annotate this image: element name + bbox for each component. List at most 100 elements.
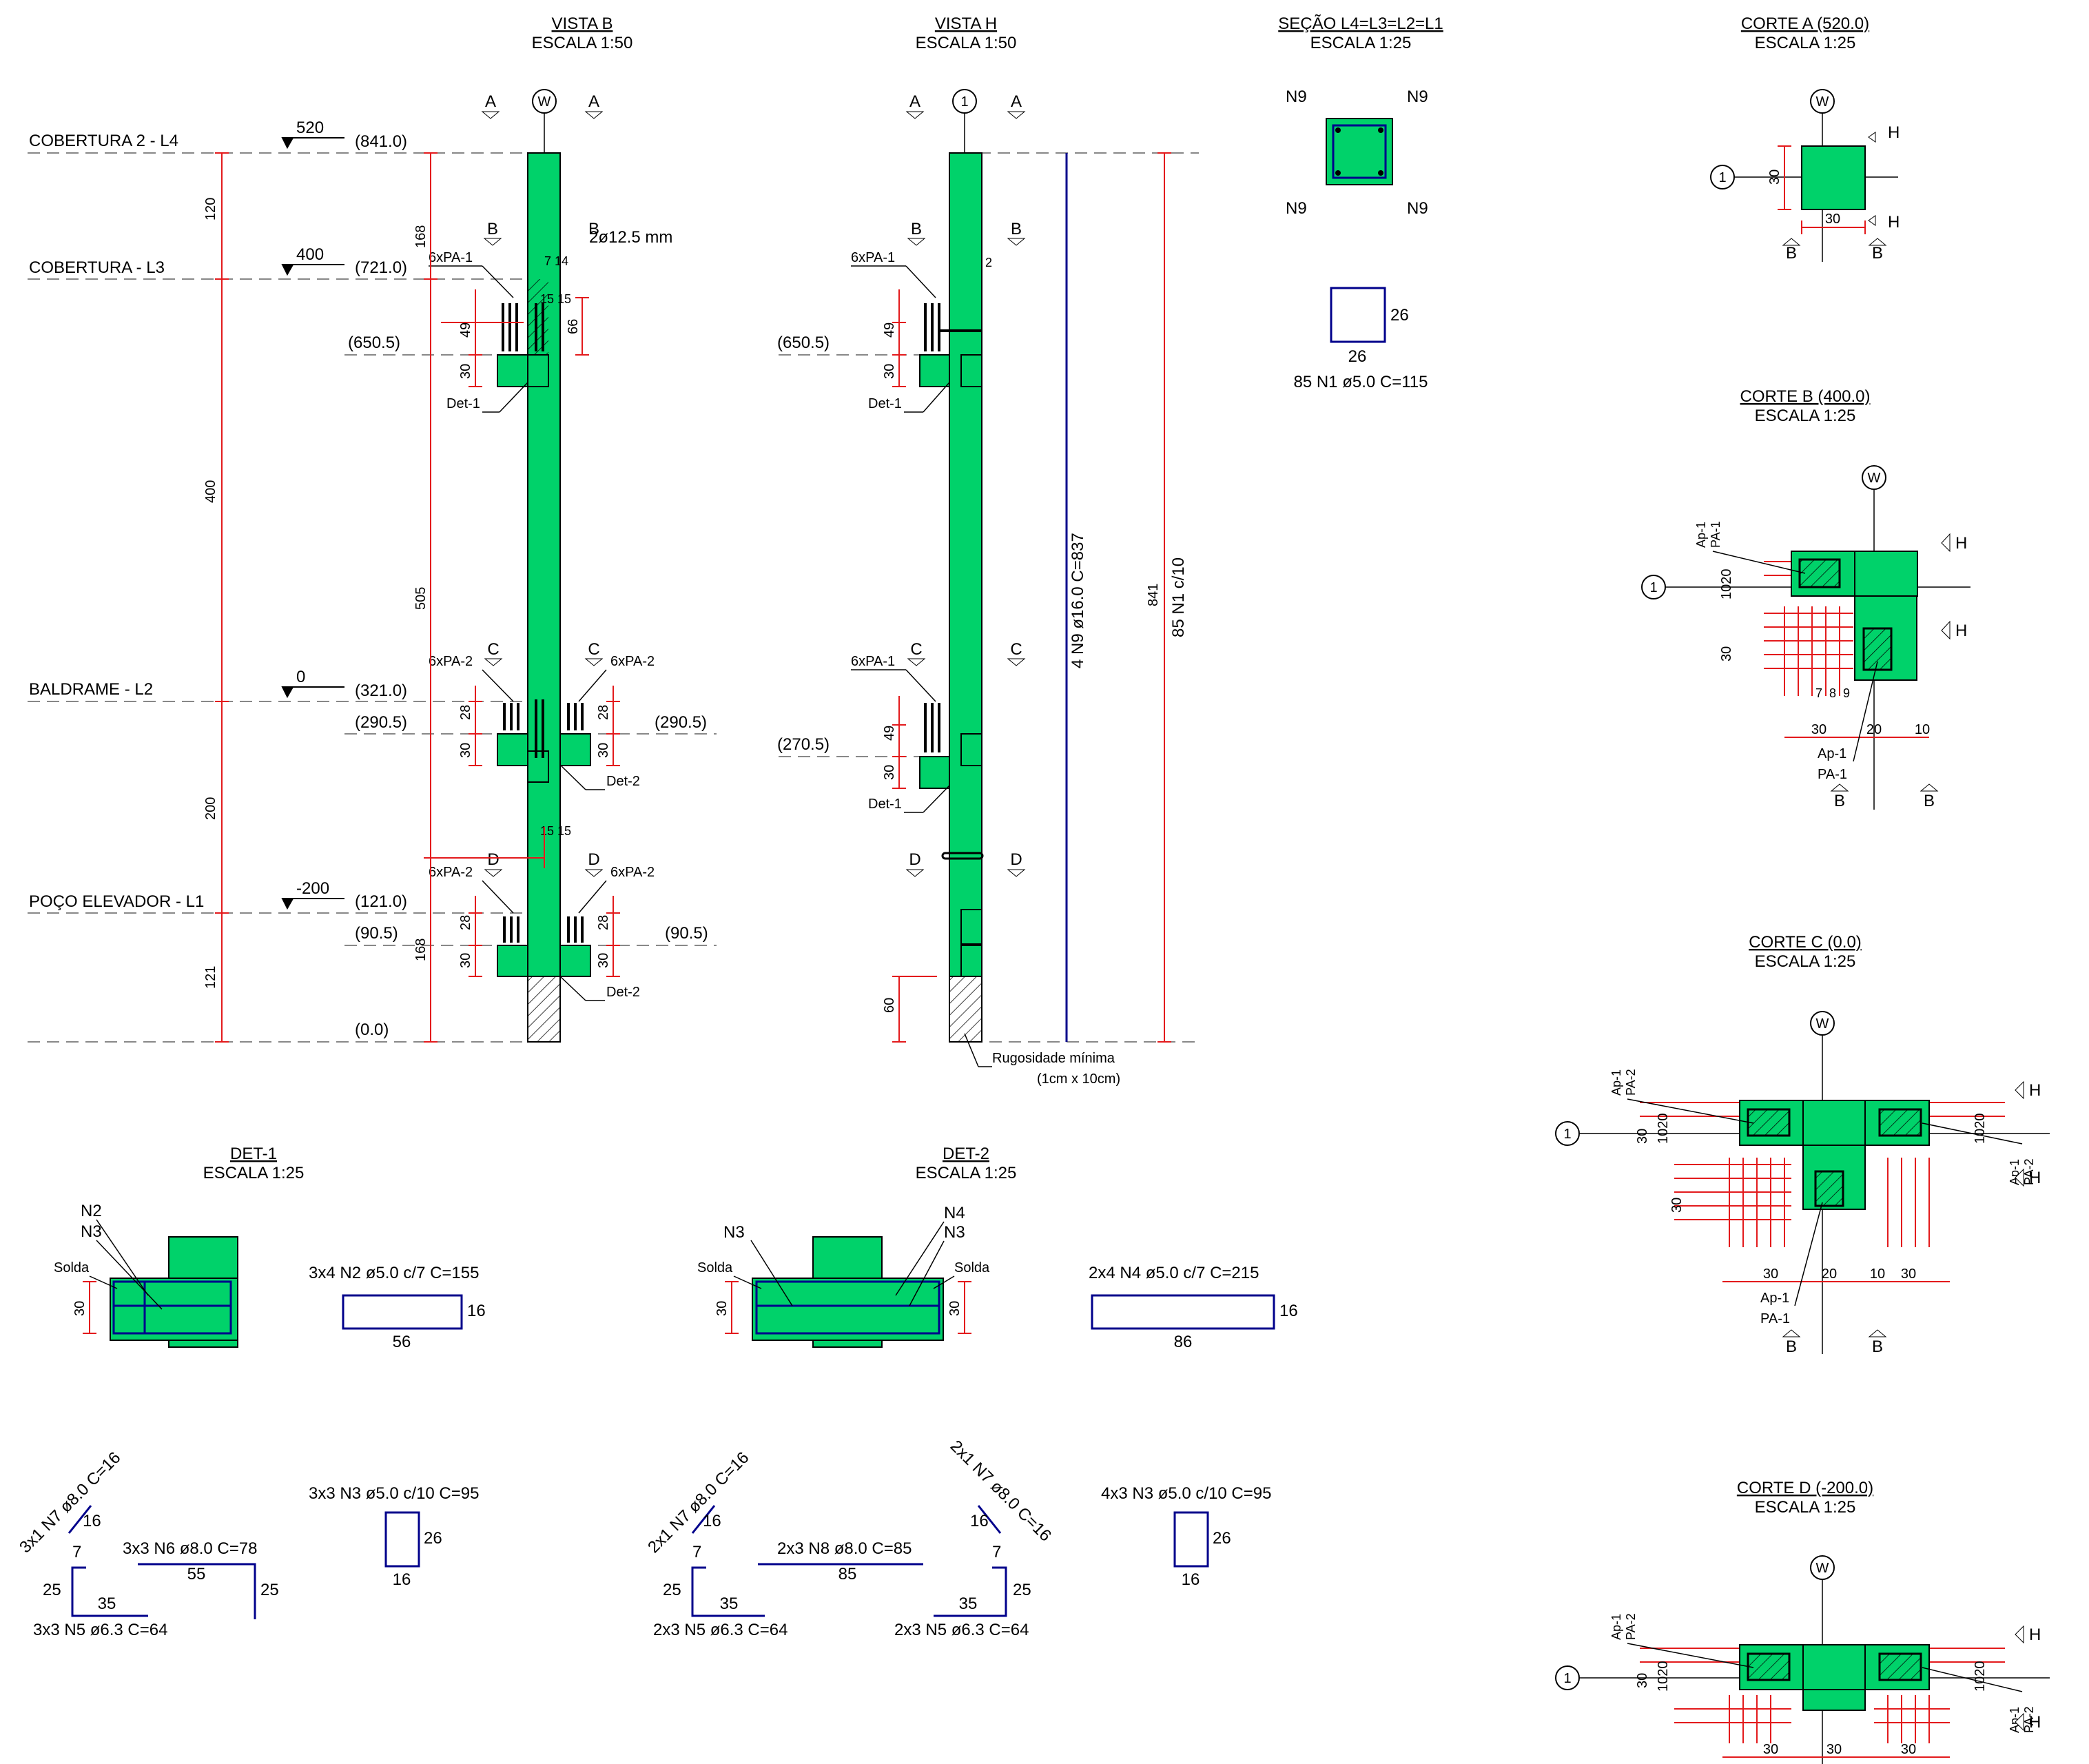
det1-n5-t: 7 — [72, 1543, 81, 1561]
corte-b-axis-1: 1 — [1649, 580, 1657, 595]
vista-b-pa2-left: 6xPA-2 — [429, 654, 473, 669]
vista-b-bar-note: 2ø12.5 mm — [589, 228, 672, 247]
vista-b-dim-30-l1l: 30 — [458, 953, 473, 968]
vista-h-rebar-label: 4 N9 ø16.0 C=837 — [1069, 533, 1087, 668]
vista-b-section-d-right: D — [588, 850, 599, 869]
det1-n6-h: 25 — [260, 1581, 279, 1599]
corte-a-title: CORTE A (520.0) — [1741, 14, 1869, 33]
corte-c-ap1: Ap-1 — [1760, 1291, 1789, 1306]
level-labels: COBERTURA 2 - L4 COBERTURA - L3 BALDRAME… — [29, 119, 407, 1039]
vista-b-elev-650: (650.5) — [348, 334, 400, 352]
det1-title: DET-1 — [230, 1145, 277, 1163]
det2-n5-left-shape — [691, 1566, 765, 1617]
det-1: DET-1 ESCALA 1:25 N2 N3 Solda 30 3x4 N2 … — [16, 1145, 486, 1639]
det2-n3-shape — [1173, 1511, 1209, 1568]
vista-b-corbel-l3 — [497, 354, 528, 387]
corte-d-dim-1020-right: 1020 — [1973, 1661, 1988, 1692]
vista-b-elev-290-left: (290.5) — [355, 713, 407, 732]
det2-n3-left: N3 — [723, 1223, 745, 1242]
corte-b-scale: ESCALA 1:25 — [1755, 407, 1856, 425]
vista-b-section-b-left: B — [487, 220, 498, 238]
corte-d-axis-w: W — [1816, 1561, 1829, 1576]
det1-n3-w: 16 — [393, 1570, 411, 1589]
det1-n5-w: 35 — [98, 1594, 116, 1613]
det2-dim-30-right: 30 — [947, 1301, 963, 1316]
det1-n7-dim: 16 — [83, 1512, 101, 1530]
det2-n7-label-right: 2x1 N7 ø8.0 C=16 — [947, 1437, 1055, 1545]
vista-h-dim-60: 60 — [882, 998, 897, 1013]
dim-400: 400 — [203, 480, 218, 503]
det2-n4-h: 16 — [1279, 1302, 1298, 1320]
vista-b-pa2-right: 6xPA-2 — [610, 654, 655, 669]
det2-n5-t-left: 7 — [692, 1543, 701, 1561]
dim-200: 200 — [203, 797, 218, 820]
left-dimension-chain — [215, 152, 229, 1043]
corte-d: CORTE D (-200.0) ESCALA 1:25 W 1 Ap-1 PA… — [1555, 1479, 2050, 1764]
det2-n5-right-shape — [934, 1566, 1007, 1617]
vista-b-section-c-left: C — [487, 640, 499, 659]
corte-c-axis-w: W — [1816, 1016, 1829, 1032]
vista-b-pa2-l1-left: 6xPA-2 — [429, 865, 473, 880]
vista-h: VISTA H ESCALA 1:50 1 A A B B C C D D — [777, 14, 1199, 1087]
dim-121: 121 — [203, 966, 218, 989]
corte-b-tick-9: 9 — [1843, 686, 1850, 700]
corte-b-ap1: Ap-1 — [1818, 746, 1846, 761]
secao-n9-tr: N9 — [1407, 88, 1428, 106]
elev-121: (121.0) — [355, 892, 407, 911]
vista-b-section-a-right: A — [588, 92, 599, 111]
vista-b-dim-66: 66 — [566, 319, 581, 334]
vista-b-pa1-label: 6xPA-1 — [429, 250, 473, 265]
vista-b-section-b-right: B — [588, 220, 599, 238]
secao-stirrup-shape — [1330, 287, 1386, 343]
corte-c-dim-1020-right: 1020 — [1973, 1114, 1988, 1145]
elev-721: (721.0) — [355, 258, 407, 277]
vista-b-det2-lower: Det-2 — [606, 985, 640, 1000]
vista-h-section-c-right: C — [1010, 640, 1022, 659]
vista-h-axis-1: 1 — [960, 94, 968, 110]
corte-c-corbel-left — [1747, 1108, 1791, 1137]
det2-n5-w-right: 35 — [959, 1594, 978, 1613]
corte-c-title: CORTE C (0.0) — [1749, 933, 1862, 952]
corte-c-corbel-right — [1878, 1108, 1922, 1137]
corte-b-dim-30: 30 — [1811, 722, 1826, 737]
vista-b-dim-28-l2r: 28 — [596, 705, 611, 720]
corte-d-dim-1020-left: 1020 — [1656, 1661, 1671, 1692]
det2-title: DET-2 — [943, 1145, 989, 1163]
vista-b-dim-28-l1r: 28 — [596, 915, 611, 930]
det2-n4-shape — [1091, 1294, 1275, 1330]
corte-c-pa2-top: PA-2 — [1624, 1069, 1638, 1096]
corte-a: CORTE A (520.0) ESCALA 1:25 W 1 30 30 H … — [1710, 14, 1900, 263]
vista-h-dim-841: 841 — [1146, 584, 1161, 606]
secao-n9-bl: N9 — [1286, 199, 1307, 218]
vista-h-dim-30-lower: 30 — [882, 765, 897, 780]
det1-n6-label: 3x3 N6 ø8.0 C=78 — [123, 1539, 257, 1558]
vista-b-section-c-right: C — [588, 640, 599, 659]
corte-c-scale: ESCALA 1:25 — [1755, 952, 1856, 971]
vista-h-section-a-left: A — [909, 92, 920, 111]
det2-n7-dim-left: 16 — [703, 1512, 721, 1530]
corte-c-dim-10: 10 — [1870, 1266, 1885, 1282]
corte-d-dim-30-a: 30 — [1763, 1742, 1778, 1757]
corte-b-tick-7: 7 — [1815, 686, 1822, 700]
det2-n3-w: 16 — [1182, 1570, 1200, 1589]
vista-h-corbel-lower — [919, 756, 950, 789]
vista-h-corbel-upper — [919, 354, 950, 387]
vista-h-section-d-left: D — [909, 850, 920, 869]
det2-corbel — [752, 1278, 944, 1341]
corte-d-ap1-top: Ap-1 — [1609, 1614, 1623, 1640]
det2-n3-h: 26 — [1213, 1529, 1231, 1548]
corte-b: CORTE B (400.0) ESCALA 1:25 W 1 Ap-1 PA-… — [1641, 387, 1970, 810]
corte-b-dim-10: 10 — [1915, 722, 1930, 737]
corte-c-pa1: PA-1 — [1760, 1311, 1790, 1326]
secao-n9-tl: N9 — [1286, 88, 1307, 106]
secao-scale: ESCALA 1:25 — [1310, 34, 1412, 52]
det2-scale: ESCALA 1:25 — [916, 1164, 1017, 1182]
corte-c-dim-30-v: 30 — [1635, 1129, 1650, 1144]
corte-b-b-right: B — [1924, 792, 1935, 810]
vista-b-dim-30-l1r: 30 — [596, 953, 611, 968]
det2-n5-label-left: 2x3 N5 ø6.3 C=64 — [653, 1621, 788, 1639]
det2-n3-right: N3 — [944, 1223, 965, 1242]
corte-c: CORTE C (0.0) ESCALA 1:25 W 1 Ap-1 PA-2 … — [1555, 933, 2050, 1356]
det2-n4-label: 2x4 N4 ø5.0 c/7 C=215 — [1089, 1264, 1259, 1282]
